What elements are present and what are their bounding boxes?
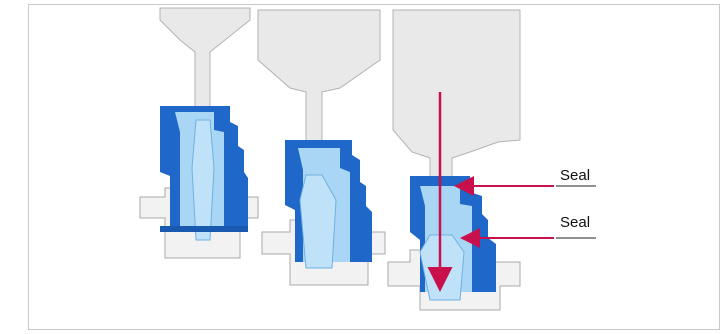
seal-label-lower: Seal bbox=[560, 215, 590, 230]
seal-label-upper: Seal bbox=[560, 168, 590, 183]
connector-assembly-3 bbox=[388, 10, 596, 310]
connector-assembly-2 bbox=[258, 10, 385, 285]
syringe-tip-icon bbox=[160, 8, 250, 120]
connector-assembly-1 bbox=[140, 8, 258, 258]
